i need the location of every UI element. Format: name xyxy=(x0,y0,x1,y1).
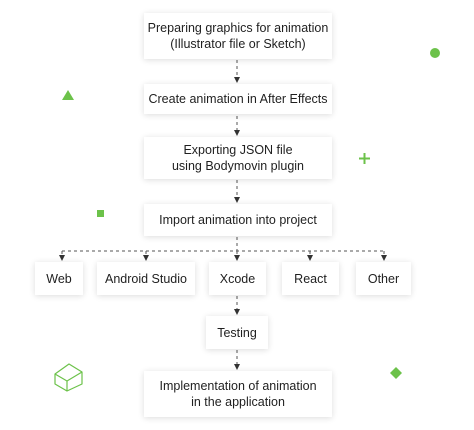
platform-other-label: Other xyxy=(367,271,400,286)
platform-react: React xyxy=(282,262,339,295)
step-export-json: Exporting JSON file using Bodymovin plug… xyxy=(144,137,332,179)
step-implement-line2: in the application xyxy=(191,395,285,409)
platform-web-label: Web xyxy=(46,271,72,286)
step-implement-line1: Implementation of animation xyxy=(159,379,317,393)
step-implementation: Implementation of animation in the appli… xyxy=(144,371,332,417)
step-export-line1: Exporting JSON file xyxy=(183,143,293,157)
platform-other: Other xyxy=(356,262,411,295)
step-testing-label: Testing xyxy=(217,325,257,340)
step-testing: Testing xyxy=(206,316,268,349)
triangle-icon xyxy=(62,90,74,100)
platform-android-studio: Android Studio xyxy=(97,262,195,295)
step-prepare-line1: Preparing graphics for animation xyxy=(147,21,329,35)
platform-web: Web xyxy=(35,262,83,295)
plus-icon xyxy=(359,153,370,164)
platform-react-label: React xyxy=(294,271,327,286)
cube-icon xyxy=(54,363,83,392)
step-create-animation: Create animation in After Effects xyxy=(144,84,332,114)
step-import-label: Import animation into project xyxy=(159,213,317,227)
circle-icon xyxy=(430,48,440,58)
platform-xcode-label: Xcode xyxy=(219,271,256,286)
step-prepare-graphics: Preparing graphics for animation (Illust… xyxy=(144,13,332,59)
square-icon xyxy=(97,210,104,217)
platform-android-label: Android Studio xyxy=(104,271,187,286)
diamond-icon xyxy=(390,367,402,379)
step-import-animation: Import animation into project xyxy=(144,204,332,236)
step-export-line2: using Bodymovin plugin xyxy=(171,159,305,173)
platform-xcode: Xcode xyxy=(209,262,266,295)
step-create-label: Create animation in After Effects xyxy=(148,92,328,106)
step-prepare-line2: (Illustrator file or Sketch) xyxy=(170,37,306,51)
